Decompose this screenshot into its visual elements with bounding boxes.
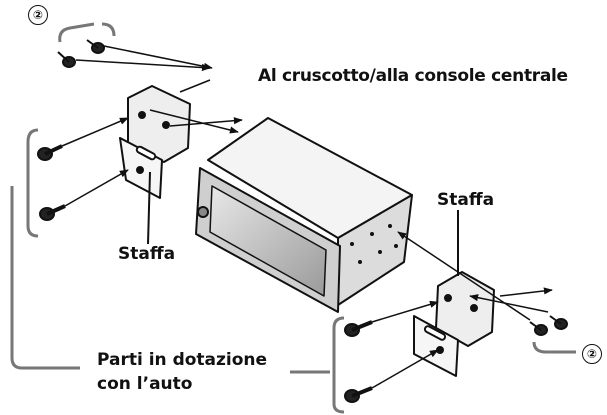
car-parts-label: Parti in dotazione con l’auto — [97, 348, 267, 396]
side-holes — [350, 224, 398, 264]
screws — [37, 39, 568, 403]
screw-br-1 — [529, 321, 548, 336]
screw-l-2 — [39, 204, 66, 221]
screw-r-1 — [344, 320, 373, 337]
dashboard-label: Al cruscotto/alla console centrale — [258, 66, 568, 86]
staffa-left-leader — [147, 171, 151, 245]
callout-number-top-left: ② — [28, 5, 48, 25]
screw-tl-2 — [86, 39, 105, 54]
car-parts-line2: con l’auto — [97, 374, 193, 394]
grouping-braces — [10, 22, 576, 414]
knob — [197, 206, 209, 218]
screw-br-2 — [549, 315, 568, 330]
left-bracket — [119, 85, 191, 199]
bracket-label-right: Staffa — [437, 190, 495, 210]
screen — [209, 185, 327, 297]
dashboard-leader — [179, 79, 211, 93]
bracket-label-left: Staffa — [118, 244, 176, 264]
arrows — [61, 45, 553, 389]
right-bracket — [413, 271, 495, 377]
callout-number-bottom-right: ② — [582, 344, 602, 364]
head-unit — [195, 117, 413, 313]
screw-r-2 — [344, 386, 373, 403]
screw-l-1 — [37, 144, 63, 161]
screw-tl-1 — [57, 51, 76, 68]
car-parts-line1: Parti in dotazione — [97, 350, 268, 370]
